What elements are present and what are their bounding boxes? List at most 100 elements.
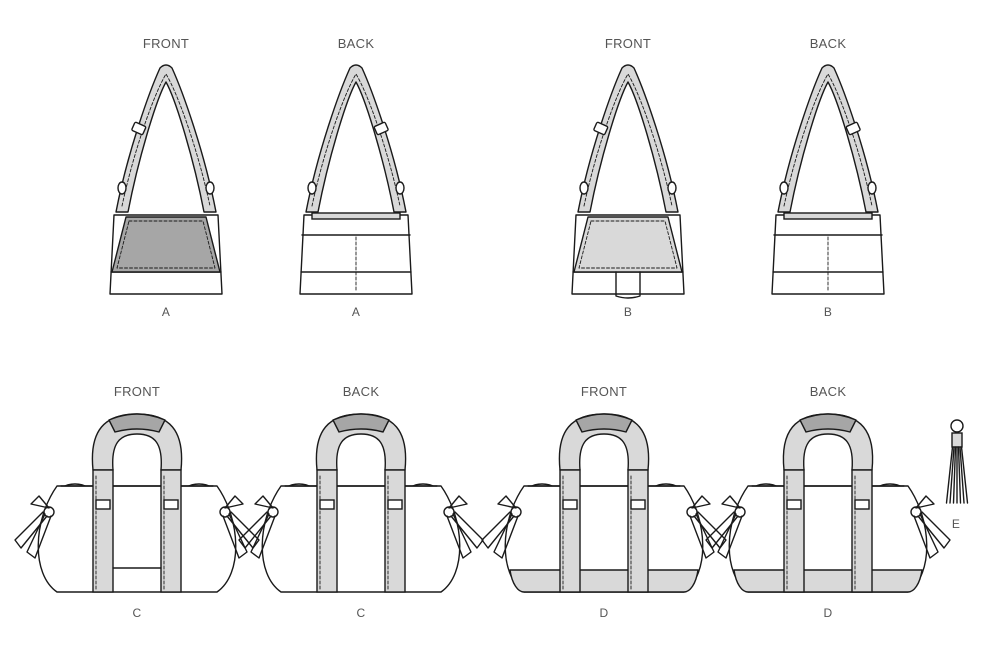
bow-loop (30, 495, 50, 509)
strap-clip (667, 181, 677, 195)
front-flap (111, 216, 221, 273)
view-label-b-front: FRONT (604, 36, 652, 51)
strap-buckle (562, 499, 578, 510)
view-label-a-front: FRONT (142, 36, 190, 51)
bow-tail (913, 513, 939, 559)
view-label-d-back: BACK (809, 384, 847, 399)
bow-tail (450, 511, 484, 549)
bow-tail (446, 513, 472, 559)
strap-clip (395, 181, 405, 195)
view-label-b-back: BACK (809, 36, 847, 51)
strap-buckle (95, 499, 111, 510)
bow-tail (226, 511, 260, 549)
view-caption-a-back: A (351, 305, 361, 319)
strap-slider-buckle (131, 121, 147, 136)
bow-loop (224, 495, 244, 509)
strap-buckle (163, 499, 179, 510)
tassel-strand (952, 446, 957, 504)
bag-view-d-front (481, 413, 727, 593)
strap-stitching (121, 73, 211, 207)
bow-tail (26, 513, 52, 559)
strap-buckle (630, 499, 646, 510)
view-label-c-front: FRONT (113, 384, 161, 399)
bag-view-d-back (705, 413, 951, 593)
bag-body (261, 485, 461, 593)
tassel-cap (951, 432, 963, 448)
strap-slider-buckle (593, 121, 609, 136)
view-caption-b-front: B (623, 305, 633, 319)
bow-loop (691, 495, 711, 509)
view-caption-e: E (951, 517, 961, 531)
view-label-d-front: FRONT (580, 384, 628, 399)
strap-clip (579, 181, 589, 195)
bow-loop (497, 495, 517, 509)
bag-view-b-back (771, 64, 885, 295)
strap (577, 64, 679, 213)
bow-tail (481, 511, 515, 549)
bow-tail (14, 511, 48, 549)
flap-stitching (116, 220, 216, 269)
bow-loop (721, 495, 741, 509)
front-flap (573, 216, 683, 273)
bag-view-a-front (109, 64, 223, 295)
view-caption-c-front: C (132, 606, 142, 620)
bow-tail (250, 513, 276, 559)
bottom-band (509, 569, 699, 593)
top-zipper-band (311, 212, 401, 220)
bag-view-a-back (299, 64, 413, 295)
bow-tail (705, 511, 739, 549)
strap-stitching (311, 73, 401, 207)
strap-clip (307, 181, 317, 195)
strap-clip (779, 181, 789, 195)
strap-clip (117, 181, 127, 195)
tassel-view-e (945, 419, 969, 504)
strap-clip (205, 181, 215, 195)
strap-buckle (387, 499, 403, 510)
bag-body (37, 485, 237, 593)
tassel-strand (959, 446, 965, 504)
strap-clip (867, 181, 877, 195)
view-caption-d-back: D (823, 606, 833, 620)
bottom-band (733, 569, 923, 593)
handle-top-pad (332, 413, 390, 433)
tassel-strand (945, 446, 954, 504)
bow-tail (717, 513, 743, 559)
handle-top-pad (799, 413, 857, 433)
view-caption-c-back: C (356, 606, 366, 620)
strap (777, 64, 879, 213)
strap-slider-buckle (845, 121, 861, 136)
handle-top-pad (108, 413, 166, 433)
bow-loop (915, 495, 935, 509)
bow-tail (238, 511, 272, 549)
flap-tab (615, 271, 641, 299)
bow-tail (689, 513, 715, 559)
bag-view-c-front (14, 413, 260, 593)
bow-loop (448, 495, 468, 509)
bow-tail (493, 513, 519, 559)
top-zipper-band (783, 212, 873, 220)
strap-stitching (583, 73, 673, 207)
view-caption-a-front: A (161, 305, 171, 319)
bow-tail (917, 511, 951, 549)
handle-top-pad (575, 413, 633, 433)
strap (305, 64, 407, 213)
bag-view-c-back (238, 413, 484, 593)
strap (115, 64, 217, 213)
strap-buckle (319, 499, 335, 510)
view-caption-b-back: B (823, 305, 833, 319)
strap-buckle (786, 499, 802, 510)
tassel-strand (960, 446, 969, 504)
bow-loop (254, 495, 274, 509)
view-label-a-back: BACK (337, 36, 375, 51)
flap-stitching (578, 220, 678, 269)
strap-buckle (854, 499, 870, 510)
tassel-strand (957, 446, 962, 504)
bag-view-b-front (571, 64, 685, 299)
tassel-strand (949, 446, 955, 504)
view-label-c-back: BACK (342, 384, 380, 399)
bow-tail (222, 513, 248, 559)
bow-tail (693, 511, 727, 549)
view-caption-d-front: D (599, 606, 609, 620)
